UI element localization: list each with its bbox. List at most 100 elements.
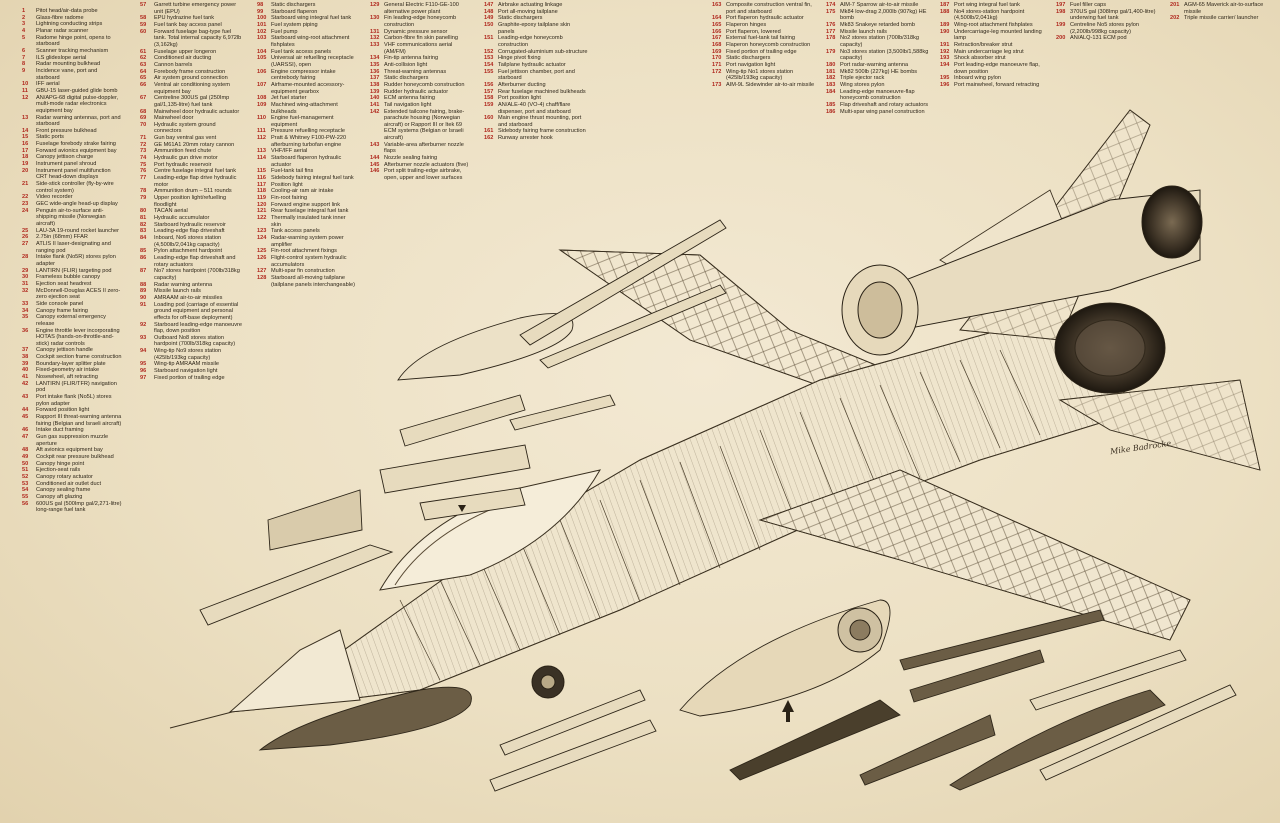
landing-gear	[531, 607, 883, 699]
key-label: External fuel-tank tail fairing	[726, 35, 796, 42]
key-label: Carbon-fibre fin skin panelling	[384, 35, 459, 42]
key-number: 64	[140, 68, 147, 75]
key-number: 140	[370, 95, 380, 102]
key-label: Triple missile carrier/ launcher	[1184, 15, 1259, 22]
key-label: Radar warning antenna	[154, 281, 213, 288]
key-number: 92	[140, 321, 147, 328]
key-label: Inboard, No6 stores station (4,500lb/2,0…	[154, 234, 222, 248]
key-number: 83	[140, 228, 147, 235]
key-label: Starboard leading-edge manoeuvre flap, d…	[154, 321, 243, 335]
key-number: 166	[712, 28, 722, 35]
key-label: Rear fuselage machined bulkheads	[498, 88, 586, 95]
key-number: 151	[484, 35, 494, 42]
key-label: Forebody frame construction	[154, 68, 226, 75]
key-number: 123	[257, 228, 267, 235]
key-label: Centreline 300US gal (250Imp gal/1,135-l…	[154, 95, 230, 108]
key-label: Port flaperon hydraulic actuator	[726, 15, 804, 22]
key-number: 173	[712, 81, 722, 88]
key-number: 66	[140, 81, 147, 88]
key-label: Cockpit rear pressure bulkhead	[36, 453, 114, 460]
key-label: Wing-tip AMRAAM missile	[154, 361, 219, 368]
key-label: Fuselage forebody strake fairing	[36, 141, 116, 148]
radome	[169, 629, 361, 729]
key-number: 152	[484, 48, 494, 55]
key-label: Rapport III threat-warning antenna fairi…	[36, 414, 122, 427]
key-label: Lightning conducting strips	[36, 21, 103, 28]
key-number: 153	[484, 55, 494, 62]
key-number: 74	[140, 155, 147, 162]
key-number: 189	[940, 21, 950, 28]
key-number: 73	[140, 148, 147, 155]
key-label: Pitot head/air-data probe	[36, 8, 98, 14]
key-label: Centreline No5 stores pylon (2,200lb/998…	[1070, 21, 1140, 35]
key-number: 199	[1056, 21, 1066, 28]
key-label: Missile launch rails	[840, 28, 887, 35]
key-label: Graphite-epoxy tailplane skin panels	[498, 21, 571, 35]
key-number: 18	[22, 154, 29, 161]
key-label: Canopy aft glazing	[36, 493, 83, 500]
key-number: 154	[484, 61, 494, 68]
key-label: Centre fuselage integral fuel tank	[154, 168, 237, 175]
key-label: Variable-area afterburner nozzle flaps	[384, 141, 464, 155]
key-number: 175	[826, 8, 836, 15]
key-number: 114	[257, 155, 267, 162]
key-number: 142	[370, 108, 380, 115]
key-label: No2 stores station (700lb/318kg capacity…	[840, 35, 919, 48]
key-label: Inboard wing pylon	[954, 75, 1001, 82]
key-label: Starboard flaperon hydraulic actuator	[271, 155, 342, 168]
key-label: Canopy jettison charge	[36, 154, 94, 161]
key-label: VHF communications aerial (AM/FM)	[384, 41, 453, 55]
key-label: Forward engine support link	[271, 201, 341, 208]
key-label: Hydraulic system ground connectors	[154, 121, 216, 135]
key-number: 23	[22, 201, 29, 208]
key-number: 69	[140, 115, 147, 122]
key-label: AMRAAM air-to-air missiles	[154, 294, 223, 301]
key-number: 67	[140, 95, 147, 102]
key-number: 48	[22, 447, 29, 454]
key-number: 1	[22, 8, 26, 14]
key-label: Mk82 500lb (227kg) HE bombs	[840, 68, 918, 75]
key-label: Fin leading-edge honeycomb construction	[384, 15, 457, 28]
key-label: AIM-7 Sparrow air-to-air missile	[840, 2, 919, 8]
key-label: AN/ALE-40 (VO-4) chaff/flare dispenser, …	[498, 101, 571, 115]
key-label: Canopy frame fairing	[36, 307, 88, 314]
